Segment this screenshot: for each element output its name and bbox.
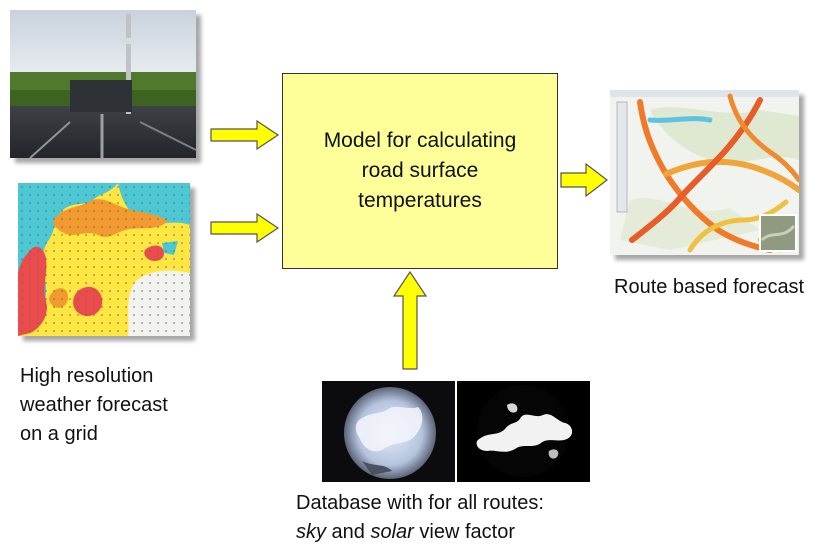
grid-caption: High resolution weather forecast on a gr… <box>20 362 168 449</box>
model-label: Model for calculating road surface tempe… <box>324 126 517 216</box>
arrow-from-station <box>210 120 280 150</box>
solar-term: solar <box>370 521 414 543</box>
grid-caption-line-2: weather forecast <box>20 394 168 416</box>
grid-caption-line-1: High resolution <box>20 365 154 387</box>
route-caption: Route based forecast <box>614 276 805 298</box>
arrow-from-database <box>392 270 428 370</box>
model-label-line-3: temperatures <box>358 189 482 212</box>
database-caption-line-1: Database with for all routes: <box>296 492 544 514</box>
view-factor-text: view factor <box>413 521 515 543</box>
model-label-line-1: Model for calculating <box>323 129 517 152</box>
arrow-from-grid <box>210 213 280 243</box>
database-caption-line-2: sky and solar view factor <box>296 518 544 547</box>
sky-term: sky <box>296 521 326 543</box>
arrow-to-route <box>560 163 608 197</box>
solar-view-photo <box>457 381 590 482</box>
weather-grid-map <box>18 183 190 336</box>
database-caption: Database with for all routes: sky and so… <box>296 489 544 547</box>
model-box: Model for calculating road surface tempe… <box>282 73 558 269</box>
and-word: and <box>326 521 371 543</box>
road-station-photo <box>10 10 196 158</box>
route-map <box>610 90 799 255</box>
sky-view-photo <box>322 381 455 482</box>
model-label-line-2: road surface <box>361 159 479 182</box>
grid-caption-line-3: on a grid <box>20 423 98 445</box>
